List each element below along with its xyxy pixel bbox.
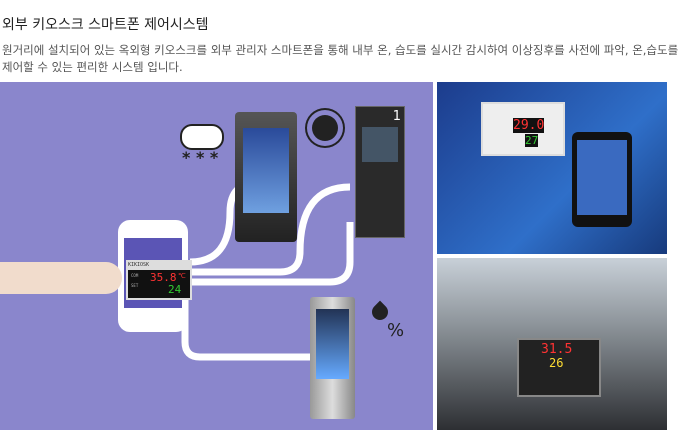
panel-temperature: 35.8	[150, 271, 177, 284]
photo-phone-control: 29.0 27	[437, 82, 667, 254]
kiosk-right: 1	[355, 106, 405, 238]
panel-humidity: 24	[168, 283, 182, 296]
kiosk-top	[235, 112, 297, 242]
photo-controller-device: 31.5 26	[437, 258, 667, 430]
controller-device: 31.5 26	[517, 338, 601, 397]
photo1-temperature: 29.0	[513, 118, 545, 133]
page-description: 원거리에 설치되어 있는 옥외형 키오스크를 외부 관리자 스마트폰을 통해 내…	[2, 43, 679, 74]
snow-text: * * *	[182, 148, 219, 167]
pc-control-window: 29.0 27	[481, 102, 565, 156]
system-diagram: * * * 1 % KIKIOSK 35.8 ℃ 24 COM SET	[0, 82, 433, 430]
photo2-humidity: 26	[549, 356, 564, 370]
sun-icon	[312, 115, 338, 141]
photo1-humidity: 27	[525, 134, 539, 147]
control-panel: KIKIOSK 35.8 ℃ 24 COM SET	[126, 260, 192, 300]
cloud-snow-icon	[180, 124, 224, 150]
panel-temp-unit: ℃	[178, 272, 186, 280]
panel-com: COM	[131, 273, 139, 278]
photo2-temperature: 31.5	[541, 342, 573, 357]
hand	[0, 262, 122, 294]
humidity-percent: %	[387, 320, 405, 341]
smartphone-photo	[572, 132, 632, 227]
kiosk-bottom	[310, 297, 355, 419]
panel-brand: KIKIOSK	[128, 262, 190, 270]
panel-set: SET	[131, 283, 139, 288]
page-title: 외부 키오스크 스마트폰 제어시스템	[2, 17, 209, 33]
kiosk-number: 1	[392, 109, 401, 124]
